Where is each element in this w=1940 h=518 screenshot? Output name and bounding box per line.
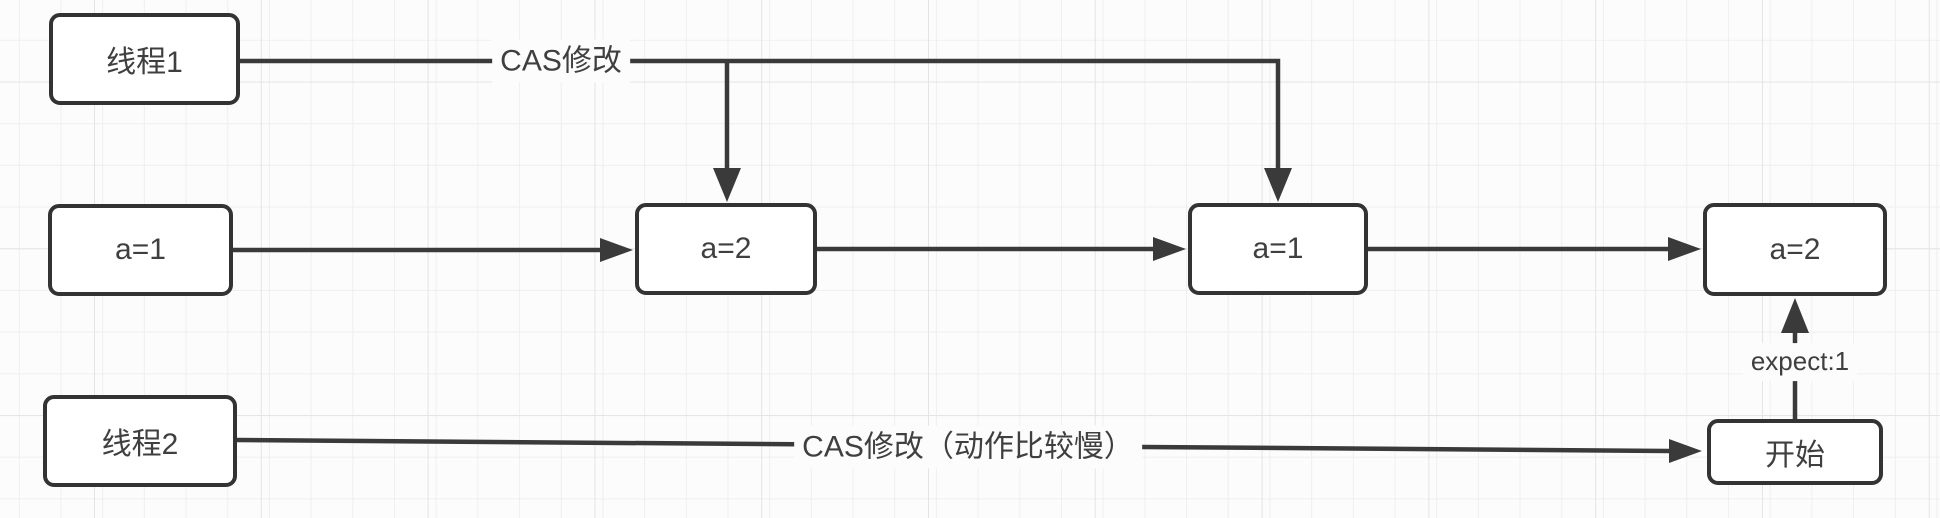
node-thread2[interactable]: 线程2 xyxy=(43,395,237,487)
edge-label-cas-modify-slow[interactable]: CAS修改（动作比较慢） xyxy=(794,425,1142,469)
connector-a2-to-a1[interactable] xyxy=(817,237,1186,261)
node-a2-final-label: a=2 xyxy=(1769,232,1821,266)
node-a1-restored[interactable]: a=1 xyxy=(1188,203,1368,295)
node-start-label: 开始 xyxy=(1765,439,1825,472)
node-a2-modified-label: a=2 xyxy=(700,232,752,265)
node-a1-initial-label: a=1 xyxy=(115,233,166,266)
node-a1-restored-label: a=1 xyxy=(1252,232,1304,265)
connector-a1-to-a2[interactable] xyxy=(233,238,633,262)
edge-label-cas-modify[interactable]: CAS修改 xyxy=(492,39,630,83)
node-a1-initial[interactable]: a=1 xyxy=(48,204,233,296)
node-thread1[interactable]: 线程1 xyxy=(49,13,240,105)
edge-label-expect[interactable]: expect:1 xyxy=(1742,343,1858,381)
node-thread2-label: 线程2 xyxy=(101,428,179,461)
node-start[interactable]: 开始 xyxy=(1707,419,1883,485)
connector-thread1-cas[interactable] xyxy=(240,58,1292,202)
node-a2-final[interactable]: a=2 xyxy=(1703,203,1887,296)
node-a2-modified[interactable]: a=2 xyxy=(635,203,817,295)
connector-a1-to-a2-final[interactable] xyxy=(1368,237,1701,261)
node-thread1-label: 线程1 xyxy=(106,46,183,79)
